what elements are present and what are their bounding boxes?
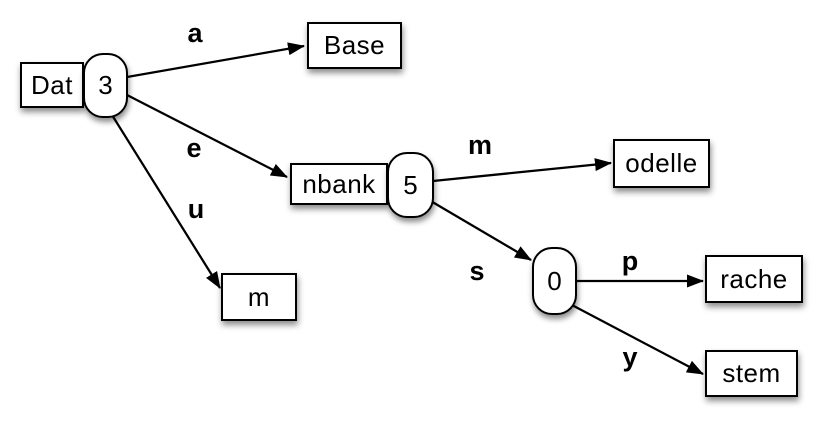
node-dat-label: Dat [31, 69, 73, 100]
node-stem-box: stem [705, 350, 798, 397]
node-nbank-count: 5 [403, 169, 418, 200]
node-nbank-label: nbank [302, 168, 376, 199]
node-odelle-box: odelle [613, 139, 710, 188]
node-dat-count: 3 [98, 70, 113, 100]
node-m-label: m [247, 281, 271, 312]
node-dat-box: Dat [20, 62, 84, 108]
node-m-box: m [221, 273, 297, 321]
edge-e-line [126, 93, 288, 179]
edge-m-line [432, 158, 612, 183]
edge-s-label: s [469, 255, 485, 286]
edge-p-label: p [621, 245, 639, 276]
edge-s-line [428, 199, 532, 261]
node-stem-label: stem [722, 358, 781, 388]
edge-e-label: e [186, 132, 202, 163]
edge-m-label: m [467, 129, 492, 160]
node-base-label: Base [323, 30, 386, 60]
node-empty-count: 0 [547, 265, 562, 296]
node-odelle-label: odelle [625, 148, 698, 178]
node-rache-box: rache [705, 255, 803, 303]
node-nbank-box: nbank [290, 163, 388, 205]
edge-u-line [111, 114, 221, 289]
edge-u-label: u [187, 193, 205, 224]
edge-y-label: y [622, 341, 638, 372]
node-empty-count-pill: 0 [532, 247, 577, 315]
node-dat-count-pill: 3 [83, 53, 128, 118]
edge-y-line [569, 303, 704, 375]
node-rache-label: rache [720, 263, 788, 294]
node-base-box: Base [307, 22, 402, 69]
node-nbank-count-pill: 5 [387, 152, 434, 218]
edge-a-label: a [187, 17, 203, 48]
edge-a-line [126, 42, 305, 79]
